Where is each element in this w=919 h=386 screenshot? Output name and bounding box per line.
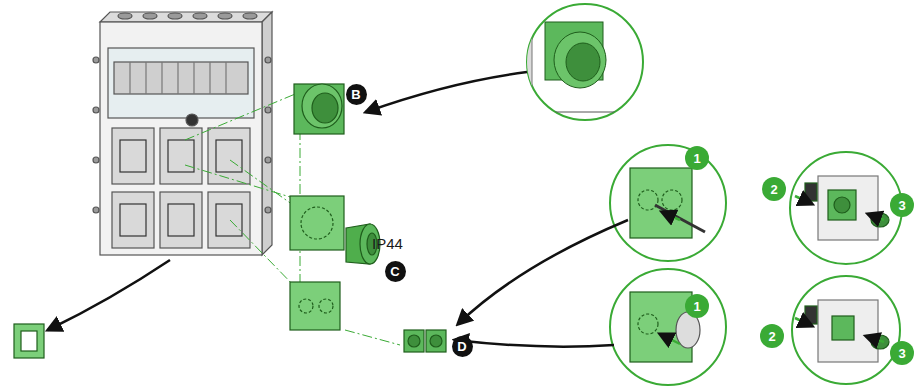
enclosure [93, 12, 272, 255]
detail-socket [520, 0, 643, 130]
callout-text: 3 [898, 347, 905, 360]
callout-letter: B [346, 84, 367, 105]
callout-letter: C [385, 261, 406, 282]
buttons-d [404, 330, 446, 352]
alignment-lines [185, 92, 400, 345]
plate-c [290, 196, 344, 250]
step-number: 1 [685, 146, 709, 170]
callout-text: C [390, 265, 399, 278]
small-plate [14, 324, 44, 358]
callout-text: 1 [693, 152, 700, 165]
callout-text: D [457, 340, 466, 353]
callout-text: 3 [898, 199, 905, 212]
step-number: 3 [890, 341, 914, 365]
callout-text: 2 [770, 183, 777, 196]
plate-d [290, 282, 340, 330]
socket-b [294, 84, 344, 134]
pointer-arrows [48, 72, 628, 347]
step-number: 3 [890, 193, 914, 217]
callout-text: B [351, 88, 360, 101]
step-number: 2 [760, 324, 784, 348]
callout-text: 2 [768, 330, 775, 343]
rating-label: IP44 [372, 236, 403, 251]
detail-views [610, 145, 902, 385]
step-number: 2 [762, 177, 786, 201]
callout-letter: D [452, 336, 473, 357]
callout-text: 1 [693, 300, 700, 313]
step-number: 1 [685, 294, 709, 318]
